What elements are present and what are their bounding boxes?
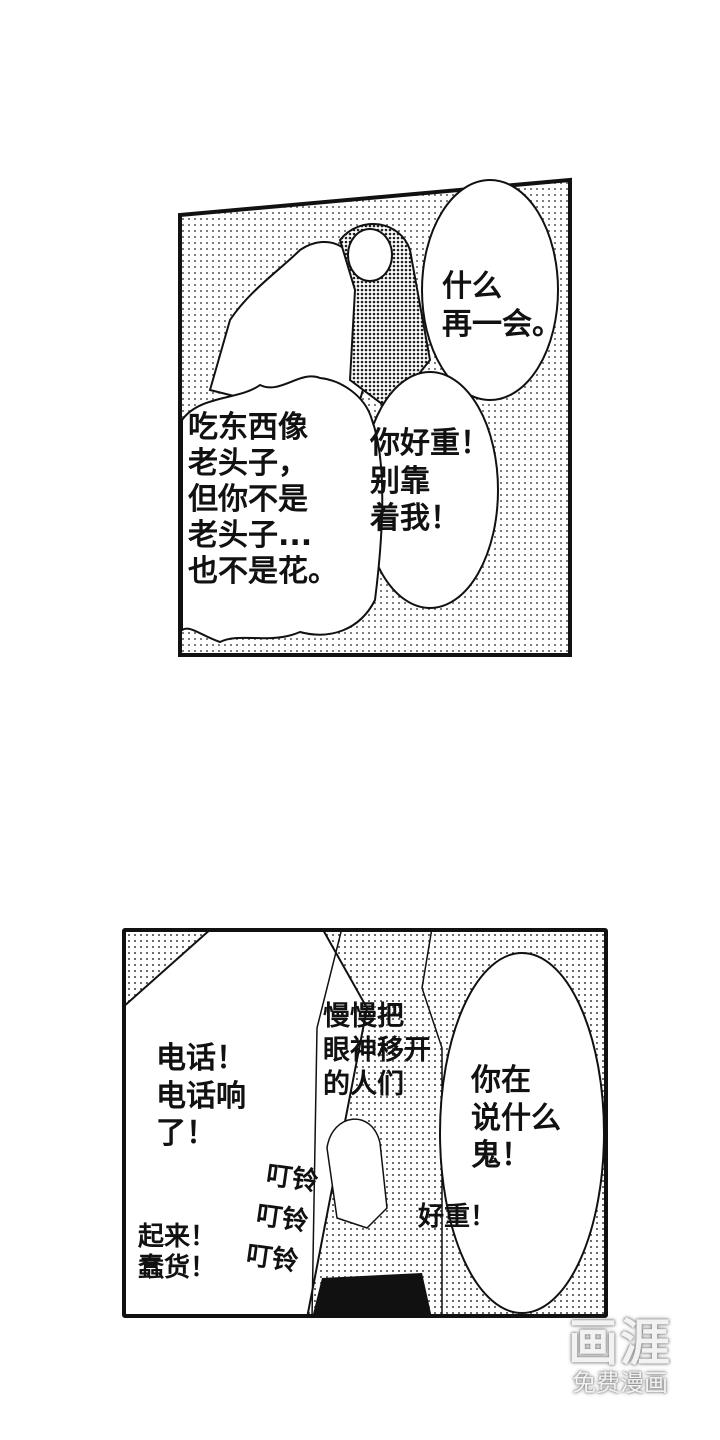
tray-shadow (313, 1273, 432, 1314)
speech-text: 什么 再一会。 (442, 269, 562, 342)
cloud-bubble-outline (181, 375, 384, 644)
speech-bubble-outline (421, 179, 559, 401)
manga-panel-1: 什么 再一会。 你好重！ 别靠 着我！ 吃东西像 老头子， 但你不是 老头子..… (178, 177, 572, 657)
speech-text: 电话！ 电话响 了！ (156, 1041, 246, 1151)
panel-1-art (178, 177, 572, 657)
panel-2-art (126, 932, 604, 1314)
background-figure (311, 932, 443, 1314)
watermark-logo-text: 画涯 (568, 1314, 672, 1372)
girl-with-tray (326, 1118, 388, 1229)
speech-bubble-outline (439, 952, 604, 1314)
watermark-tagline: 免费漫画 (572, 1369, 668, 1397)
face (347, 228, 393, 282)
speech-text: 你好重！ 别靠 着我！ (370, 426, 490, 536)
sfx-wake-up: 起来！ 蠢货！ (138, 1222, 217, 1284)
watermark-logo: 画涯 免费漫画 (545, 1318, 695, 1399)
thought-text: 吃东西像 老头子， 但你不是 老头子... 也不是花。 (188, 410, 338, 589)
narration-text: 慢慢把 眼神移开 的人们 (323, 1001, 431, 1100)
speech-text: 你在 说什么 鬼！ (471, 1063, 561, 1173)
manga-panel-2: 电话！ 电话响 了！ 慢慢把 眼神移开 的人们 你在 说什么 鬼！ 叮铃 叮铃 … (122, 928, 608, 1318)
speech-bubble-outline (126, 932, 369, 1314)
sfx-heavy: 好重！ (418, 1202, 497, 1232)
